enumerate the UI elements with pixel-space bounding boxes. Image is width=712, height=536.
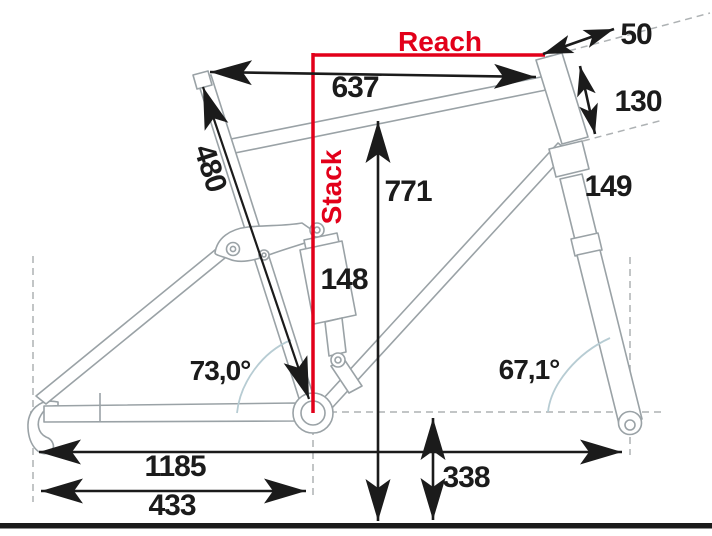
head-tube-arrow: [577, 65, 598, 135]
dimension-arrows: [0, 27, 712, 529]
front-dropout: [617, 410, 643, 436]
seat-tube-arrow: [201, 86, 311, 400]
fork-joint: [570, 232, 603, 257]
top-tube-value: 637: [331, 71, 378, 104]
shock-length-value: 148: [320, 263, 367, 296]
rocker-pivot-left: [225, 241, 241, 257]
shock-eyelet-hole: [334, 356, 342, 364]
fork-length-value: 149: [584, 170, 631, 203]
spacer-value: 50: [620, 18, 652, 51]
chainstay: [43, 402, 297, 423]
top-tube-arrow: [209, 60, 537, 89]
stack-label: Stack: [316, 149, 347, 224]
head-tube-value: 130: [614, 85, 661, 118]
fork-lower-leg: [576, 249, 643, 425]
standover-value: 771: [384, 175, 431, 208]
stack-reach-lines: [311, 53, 545, 413]
bike-frame: [27, 52, 643, 455]
top-tube: [225, 75, 547, 155]
head-bottom-guide: [582, 119, 664, 142]
spacer-arrow: [542, 27, 615, 56]
seat-tube-cap: [192, 70, 213, 90]
shock-eyelet: [330, 352, 346, 368]
head-tube: [535, 52, 589, 145]
bb-height-value: 338: [442, 461, 489, 494]
wheelbase-value: 1185: [144, 450, 205, 483]
head-angle-value: 67,1°: [499, 354, 560, 385]
reach-label: Reach: [398, 26, 482, 57]
fork-crown: [548, 140, 590, 178]
front-axle-icon: [624, 419, 636, 431]
chainstay-value: 433: [148, 489, 195, 522]
dimension-labels: Reach Stack 637 480 771 50 130 149 148 7…: [144, 18, 662, 522]
seat-angle-value: 73,0°: [190, 355, 251, 386]
ground-line: [0, 523, 712, 529]
head-angle-arc: [547, 337, 611, 413]
shock-shaft: [324, 317, 347, 357]
